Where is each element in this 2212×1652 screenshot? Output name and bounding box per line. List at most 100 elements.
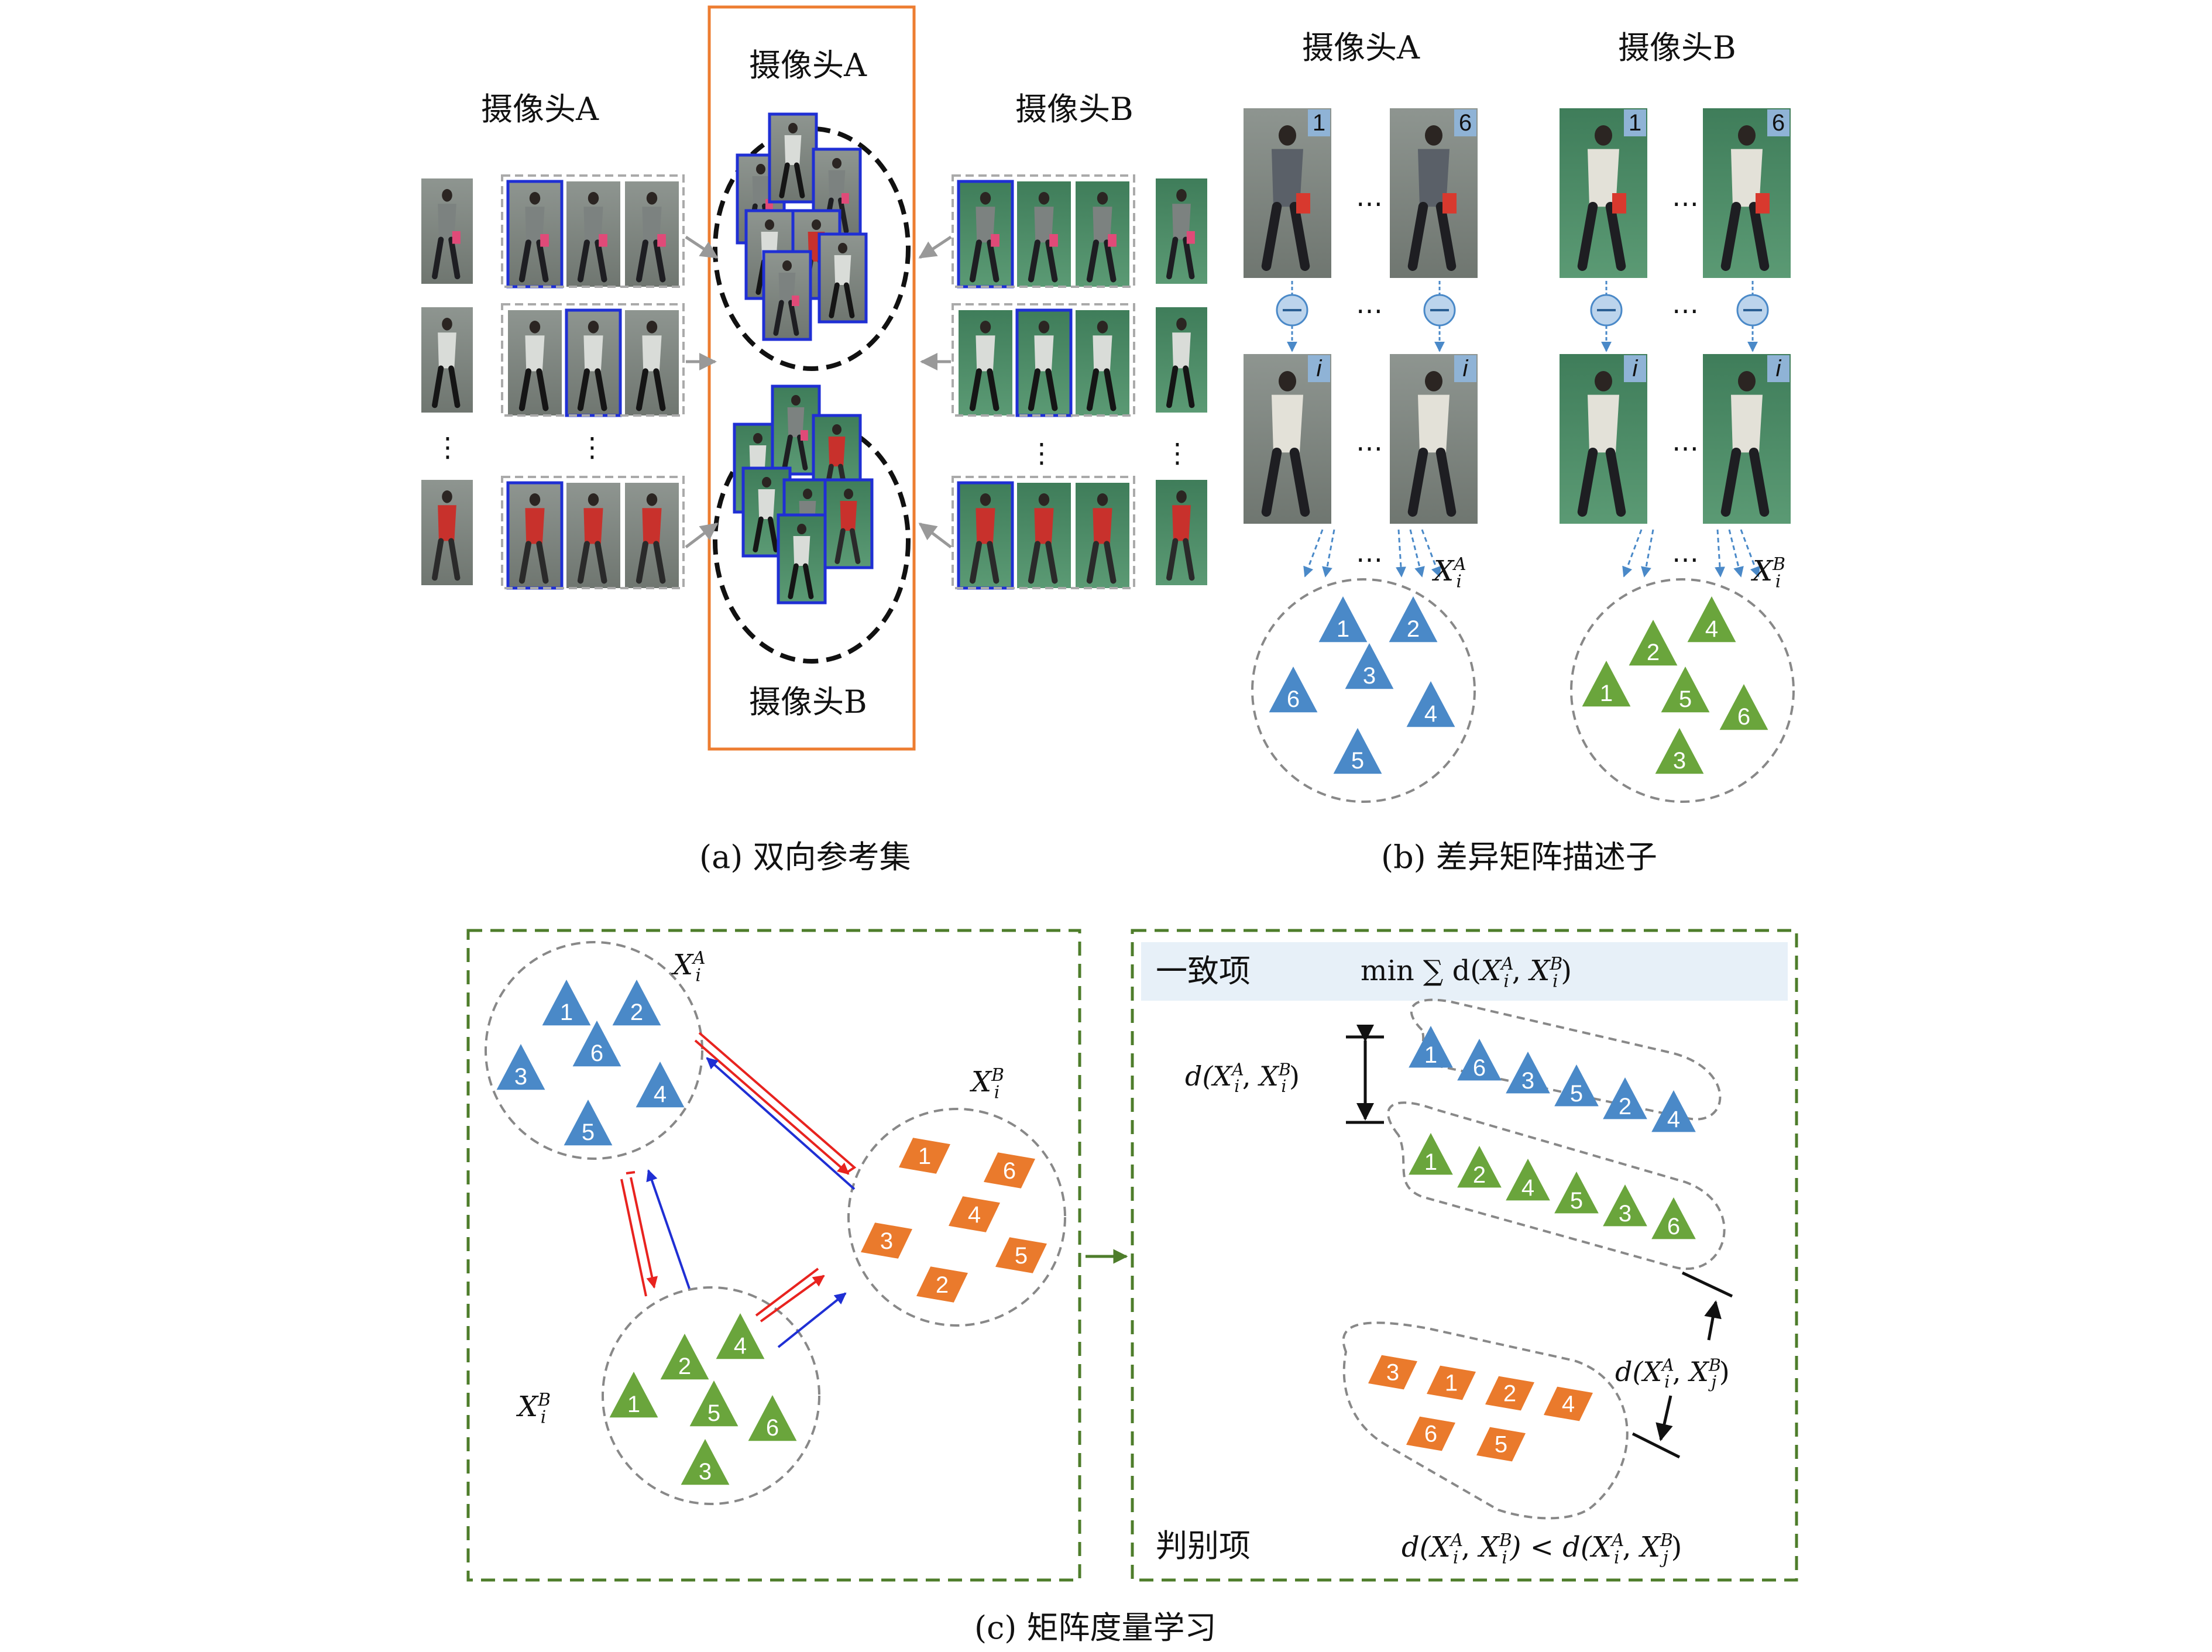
triangle-descriptor: 3 [496,1044,545,1090]
red-pull-arrow [630,1177,658,1289]
legs-shape [834,528,861,564]
torso-shape [976,207,995,243]
triangle-shape [1554,1172,1599,1214]
head-shape [980,321,991,334]
bag-shape [657,234,666,247]
red-pull-arrow [698,1032,857,1173]
ellipsis-horizontal: … [1672,425,1699,457]
triangle-descriptor: 3 [1603,1184,1647,1227]
pedestrian-thumbnail [506,481,564,590]
ellipsis-horizontal: … [1672,181,1699,212]
descriptor-index: 4 [654,1081,667,1107]
triangle-shape [542,980,591,1026]
descriptor-index: 3 [1363,663,1376,689]
legs-shape [577,239,607,283]
triangle-descriptor: 6 [1651,1197,1696,1239]
torso-shape [1093,508,1112,544]
metric-interaction-arrows [620,1032,857,1348]
bag-shape [801,430,808,441]
descriptor-index: 2 [1619,1094,1631,1119]
head-shape [832,424,841,435]
legs-shape [518,368,549,411]
panel-b-camera-b-label: 摄像头B [1618,29,1736,66]
pedestrian-thumbnail [421,307,473,413]
diamond-descriptor: 1 [899,1138,950,1174]
blue-push-arrow [706,1057,856,1190]
ellipsis-horizontal: … [1672,537,1699,568]
head-shape [812,219,821,230]
torso-shape [1731,149,1763,207]
distance-same-bracket [1346,1025,1384,1124]
triangle-shape [660,1334,709,1380]
pedestrian-thumbnail [508,310,562,415]
diamond-shape [1406,1416,1455,1451]
pedestrian-thumbnail [777,513,827,605]
torso-shape [1588,149,1619,207]
torso-shape [1172,505,1191,541]
head-shape [803,489,812,499]
triangle-shape [572,1021,621,1067]
objective-frame [1131,929,1798,1582]
red-pull-arrow [694,1039,850,1175]
reference-set-camera-b-label: 摄像头B [749,684,867,720]
diamond-descriptor: 3 [861,1222,912,1259]
torso-shape [784,135,802,165]
triangle-shape [1603,1077,1647,1119]
descriptor-index: 1 [1600,681,1613,706]
descriptor-index: 5 [1570,1188,1583,1214]
ellipsis-vertical: ⋮ [1164,437,1191,469]
pedestrian-thumbnail [1560,354,1647,524]
torso-shape [583,335,603,372]
legs-shape [636,239,666,283]
descriptor-index: 4 [1705,616,1718,642]
torso-shape [525,335,545,372]
triangle-descriptor: 1 [1318,596,1368,643]
pedestrian-thumbnail [957,180,1014,289]
diamond-shape [1485,1376,1534,1411]
descriptor-index: 4 [1562,1391,1575,1417]
triangle-descriptor: 4 [1687,596,1736,643]
head-shape [1038,321,1050,334]
legs-shape [432,236,461,280]
pedestrian-thumbnail [1703,354,1791,524]
bag-shape [1186,231,1195,244]
triangle-descriptor: 5 [564,1100,613,1146]
bag-shape [452,231,461,244]
descriptor-index: 3 [1386,1359,1399,1385]
triangle-shape [1629,620,1678,666]
red-pull-arrow [755,1268,819,1317]
triangle-shape [1651,1197,1696,1239]
head-shape [442,318,452,331]
selected-thumbnail-border [565,308,622,417]
pedestrian-thumbnail [421,480,473,585]
torso-shape [1093,335,1112,372]
descriptor-index: 5 [1015,1243,1028,1269]
panel-a-caption: (a) 双向参考集 [699,839,911,875]
head-shape [1425,371,1442,391]
descriptor-index: 5 [1351,748,1364,774]
legs-shape [1720,201,1770,271]
legs-shape [1261,447,1310,517]
ellipsis-vertical: ⋮ [434,431,461,463]
reference-cluster-camera-b [713,419,911,664]
triangle-shape [748,1395,797,1441]
triangle-descriptor: 5 [1554,1064,1599,1107]
triangle-descriptor: 2 [1457,1146,1502,1188]
pedestrian-thumbnail [1244,354,1331,524]
blue-cluster-outline [1410,998,1722,1121]
head-shape [1176,490,1187,503]
descriptor-index: 2 [630,1000,643,1025]
frame-index-text: i [1633,356,1639,382]
head-shape [646,192,658,205]
frame-index-text: i [1463,356,1469,382]
triangle-shape [1389,596,1438,643]
torso-shape [787,407,805,437]
head-shape [529,192,541,205]
legs-shape [577,368,607,411]
triangle-descriptor: 6 [1457,1039,1502,1081]
head-shape [1097,192,1108,205]
pedestrian-thumbnail [1076,310,1129,415]
diamond-descriptor: 4 [1544,1386,1593,1421]
pedestrian-thumbnail [957,481,1014,590]
